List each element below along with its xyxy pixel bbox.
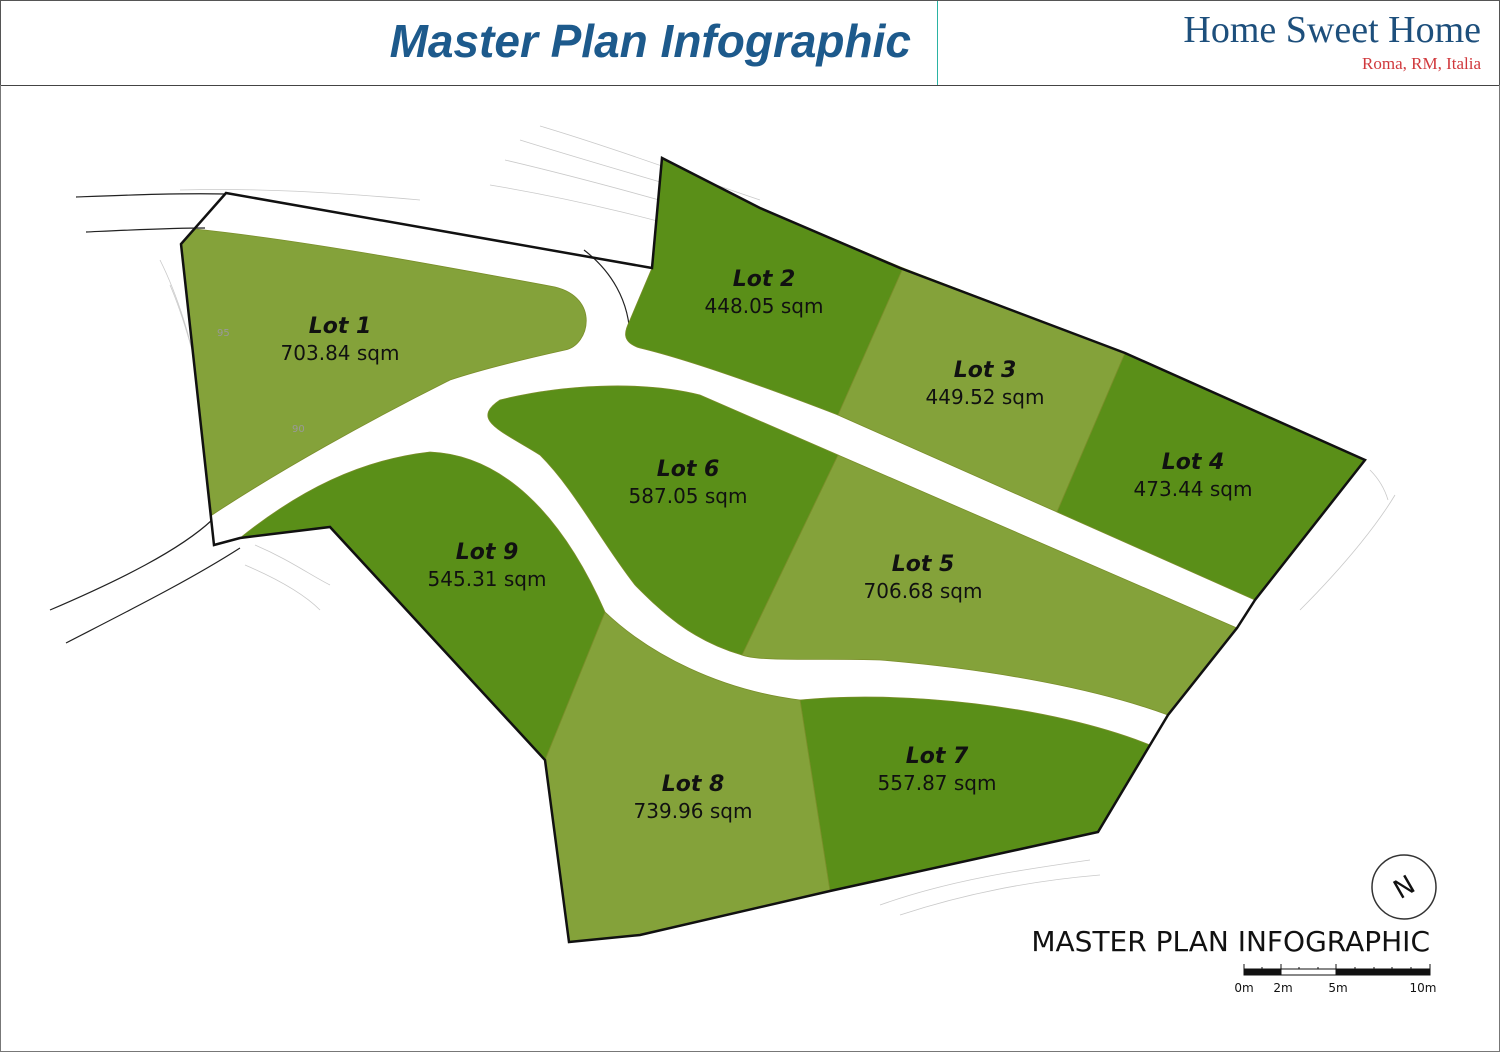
brand-name: Home Sweet Home (1183, 9, 1481, 51)
lot-1-area: 703.84 sqm (281, 341, 400, 365)
plan-caption: MASTER PLAN INFOGRAPHIC (1031, 925, 1430, 958)
title-box: Master Plan Infographic (1, 1, 938, 85)
lot-8-area: 739.96 sqm (634, 799, 753, 823)
lot-3-area: 449.52 sqm (926, 385, 1045, 409)
scale-label-2m: 2m (1273, 981, 1292, 995)
lot-6-area: 587.05 sqm (629, 484, 748, 508)
contour-label-95: 95 (217, 328, 230, 339)
contour-lines (159, 125, 1396, 916)
lot-9-area: 545.31 sqm (428, 567, 547, 591)
lot-6-parcel (487, 385, 839, 656)
scale-label-10m: 10m (1410, 981, 1437, 995)
scale-label-5m: 5m (1328, 981, 1347, 995)
brand-location: Roma, RM, Italia (1362, 54, 1481, 73)
lot-5-area: 706.68 sqm (864, 579, 983, 603)
site-boundary (179, 156, 1367, 944)
scale-label-0m: 0m (1234, 981, 1253, 995)
north-circle (1371, 854, 1437, 920)
lot-9-parcel (238, 451, 606, 761)
lot-7-name: Lot 7 (906, 744, 969, 769)
lot-1-name: Lot 1 (309, 314, 372, 339)
lot-5-parcel (741, 454, 1238, 716)
lot-8-name: Lot 8 (662, 772, 725, 797)
lot-4-name: Lot 4 (1162, 450, 1225, 475)
lot-2-area: 448.05 sqm (705, 294, 824, 318)
scale-bar: 0m 2m 5m 10m (1234, 964, 1436, 995)
north-arrow: N (1371, 854, 1437, 920)
lot-4-area: 473.44 sqm (1134, 477, 1253, 501)
contour-label-90: 90 (292, 424, 305, 435)
lot-2-parcel (625, 157, 904, 416)
lot-2-name: Lot 2 (733, 267, 796, 292)
lots-layer (180, 157, 1366, 943)
lot-9-name: Lot 9 (456, 540, 519, 565)
lot-7-area: 557.87 sqm (878, 771, 997, 795)
lot-6-name: Lot 6 (657, 457, 720, 482)
lot-5-name: Lot 5 (892, 552, 955, 577)
lot-1-parcel (180, 228, 587, 516)
brand-block: Home Sweet Home Roma, RM, Italia (1183, 9, 1481, 75)
page-title: Master Plan Infographic (389, 15, 911, 67)
lot-3-name: Lot 3 (954, 358, 1017, 383)
header: Master Plan Infographic Home Sweet Home … (0, 0, 1500, 86)
